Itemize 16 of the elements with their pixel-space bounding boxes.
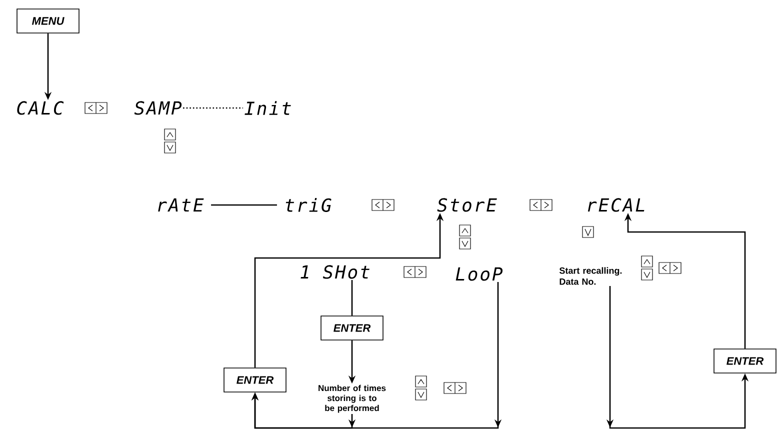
display-readout: Init: [244, 101, 291, 115]
instruction-text: Start recalling. Data No.: [559, 267, 622, 285]
key-button: MENU: [16, 8, 80, 34]
display-readout: triG: [286, 198, 332, 212]
display-readout: rAtE: [158, 198, 204, 212]
connector-arrow: [251, 282, 502, 429]
display-readout: StorE: [437, 198, 497, 212]
instruction-text: Number of times storing is to be performed: [318, 384, 386, 413]
display-readout: 1 SHot: [300, 265, 370, 279]
display-readout: CALC: [17, 101, 64, 115]
key-button: ENTER: [320, 316, 384, 340]
display-readout: SAMP: [134, 101, 182, 115]
display-readout: LooP: [456, 267, 503, 281]
key-button: ENTER: [224, 368, 286, 392]
display-readout: rECAL: [588, 198, 644, 212]
key-button: ENTER: [714, 348, 776, 374]
